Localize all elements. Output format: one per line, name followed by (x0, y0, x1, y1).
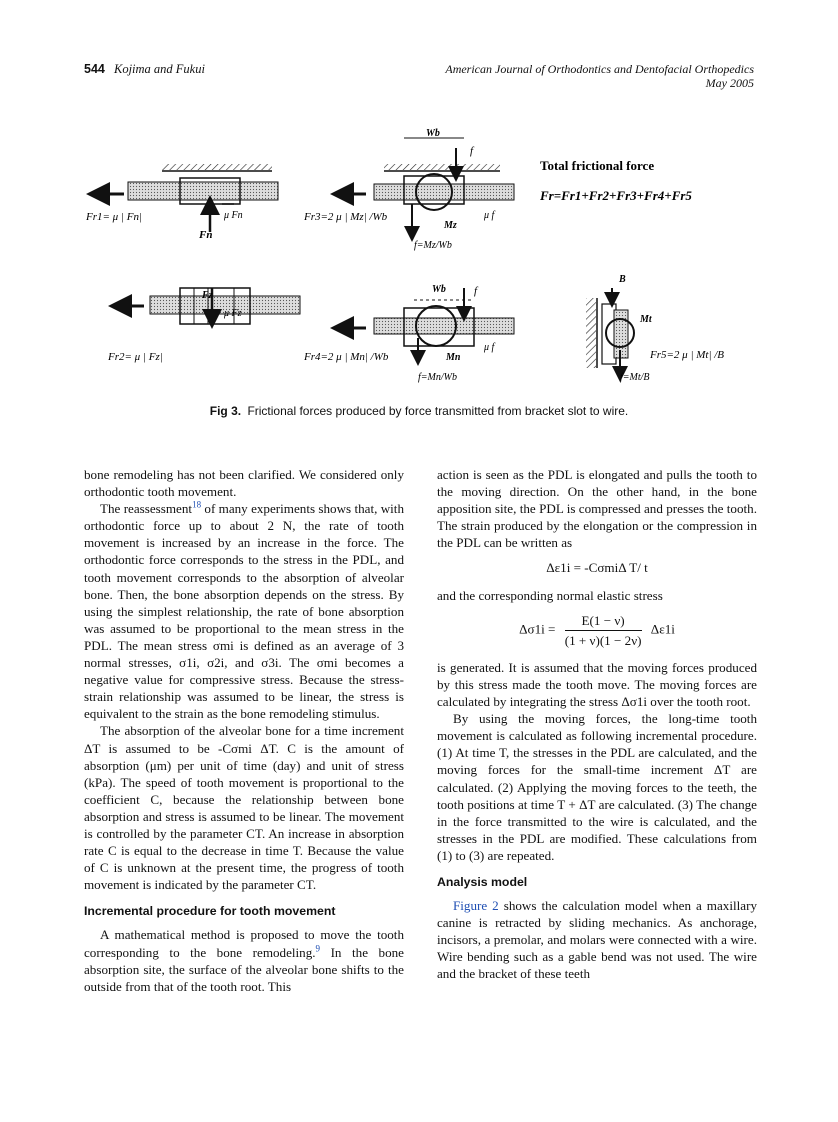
label-muf-2: μ f (483, 342, 496, 353)
right-paragraph-1: action is seen as the PDL is elongated a… (437, 467, 757, 551)
panel-fr5 (586, 288, 635, 382)
label-f-2: f (474, 285, 479, 297)
panel-fr2 (108, 287, 301, 329)
right-paragraph-4: By using the moving forces, the long-tim… (437, 711, 757, 863)
label-wb-2: Wb (432, 284, 446, 295)
citation-18[interactable]: 18 (192, 499, 202, 510)
equation-strain: Δε1i = -CσmiΔ T/ t (546, 560, 648, 576)
label-fr1: Fr1= μ | Fn| (85, 211, 142, 223)
left-paragraph-4: A mathematical method is proposed to mov… (84, 927, 404, 994)
total-force-equation: Fr=Fr1+Fr2+Fr3+Fr4+Fr5 (539, 188, 692, 203)
label-f-1: f (470, 145, 475, 157)
label-fn: Fn (198, 229, 212, 241)
section-heading-incremental: Incremental procedure for tooth movement (84, 904, 336, 919)
left-paragraph-1: bone remodeling has not been clarified. … (84, 467, 404, 500)
label-fr4: Fr4=2 μ | Mn| /Wb (303, 351, 389, 363)
running-header-left: 544 Kojima and Fukui (84, 62, 205, 77)
label-muf-1: μ f (483, 210, 496, 221)
label-b: B (618, 274, 626, 285)
total-force-title: Total frictional force (540, 158, 654, 173)
figure-2-link[interactable]: Figure 2 (453, 898, 499, 914)
citation-9[interactable]: 9 (315, 943, 321, 954)
section-heading-analysis-model: Analysis model (437, 874, 528, 889)
label-mz: Mz (443, 220, 457, 231)
equation-stress: Δσ1i = E(1 − ν)(1 + ν)(1 − 2ν) Δε1i (519, 612, 675, 648)
label-fr2: Fr2= μ | Fz| (107, 351, 163, 363)
figure-3-diagram: Fn μ Fn Fr1= μ | Fn| Wb f μ f Mz f=Mz/Wb… (85, 128, 724, 383)
label-wb-1: Wb (426, 128, 440, 139)
left-paragraph-3: The absorption of the alveolar bone for … (84, 723, 404, 893)
running-authors: Kojima and Fukui (113, 62, 205, 76)
label-fr5: Fr5=2 μ | Mt| /B (649, 349, 724, 361)
running-header-right: American Journal of Orthodontics and Den… (445, 62, 754, 90)
figure-caption-text: Frictional forces produced by force tran… (247, 404, 629, 418)
left-paragraph-2: The reassessment18 of many experiments s… (84, 499, 404, 722)
label-mu-fn: μ Fn (223, 210, 243, 221)
right-paragraph-2: and the corresponding normal elastic str… (437, 587, 663, 603)
panel-fr1 (86, 164, 279, 232)
right-column: action is seen as the PDL is elongated a… (437, 466, 757, 983)
right-paragraph-3: is generated. It is assumed that the mov… (437, 659, 757, 710)
label-f5: f=Mt/B (620, 372, 650, 383)
left-column: bone remodeling has not been clarified. … (84, 466, 404, 995)
label-mu-fz: μ Fz (223, 308, 242, 319)
figure-caption-label: Fig 3. (209, 404, 242, 418)
label-fz: Fz (201, 290, 213, 301)
label-f4: f=Mn/Wb (418, 372, 457, 383)
journal-name: American Journal of Orthodontics and Den… (445, 62, 754, 76)
equation-denominator: (1 + ν)(1 − 2ν) (564, 632, 642, 648)
page-number: 544 (84, 62, 105, 76)
label-f3: f=Mz/Wb (414, 240, 452, 251)
right-paragraph-5: Figure 2 shows the calculation model whe… (437, 898, 757, 982)
issue-date: May 2005 (705, 76, 754, 90)
label-fr3: Fr3=2 μ | Mz| /Wb (303, 211, 388, 223)
panel-fr4 (330, 288, 515, 366)
panel-fr3 (330, 137, 515, 242)
figure-caption: Fig 3. Frictional forces produced by for… (0, 404, 838, 418)
equation-numerator: E(1 − ν) (564, 612, 642, 631)
label-mt: Mt (639, 314, 653, 325)
label-mn: Mn (445, 352, 461, 363)
